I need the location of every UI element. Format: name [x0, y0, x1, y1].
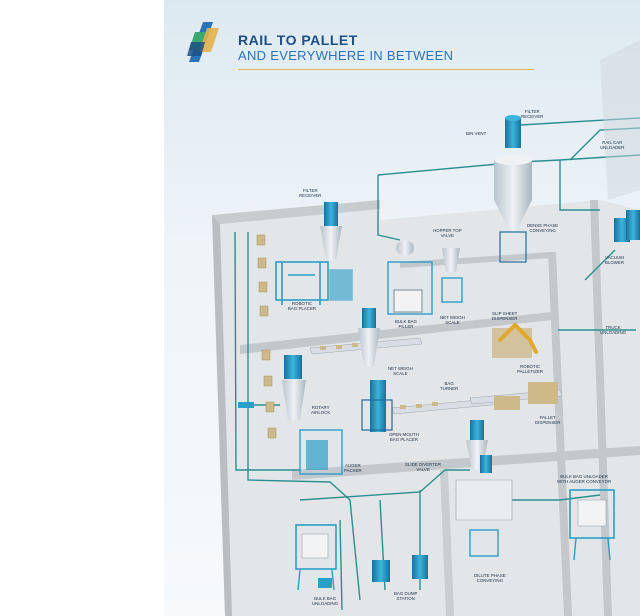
label-bulk-bag-unloading: BULK BAG UNLOADING [312, 596, 339, 606]
title-divider [238, 69, 534, 70]
plant-diagram [212, 40, 640, 616]
label-filter-receiver-left: FILTER RECEIVER [299, 188, 322, 198]
label-net-weigh-scale-mid: NET WEIGH SCALE [388, 366, 413, 376]
label-slip-sheet-dispenser: SLIP SHEET DISPENSER [492, 311, 518, 321]
label-bag-turner: BAG TURNER [440, 381, 459, 391]
page-title: RAIL TO PALLET [238, 32, 358, 48]
label-bulk-bag-unloader-auger: BULK BAG UNLOADER WITH AUGER CONVEYOR [557, 474, 612, 484]
filter-receiver-left [320, 202, 342, 260]
label-vacuum-blower: VACUUM BLOWER [605, 255, 625, 265]
label-bag-dump-station: BAG DUMP STATION [394, 591, 418, 601]
label-slide-diverter-valve: SLIDE DIVERTER VALVE [405, 462, 442, 472]
bulk-bag-filler [387, 240, 433, 315]
net-weigh-scale-top [441, 248, 463, 303]
robotic-bag-placer [275, 261, 353, 305]
auger-packer [282, 355, 343, 475]
bulk-bag-unloading-station [295, 524, 337, 591]
truck-edge [600, 40, 640, 200]
label-hopper-top-valve: HOPPER TOP VALVE [433, 228, 462, 238]
vacuum-blower [614, 210, 640, 242]
label-bulk-bag-filler: BULK BAG FILLER [395, 319, 417, 329]
label-net-weigh-scale-top: NET WEIGH SCALE [440, 315, 465, 325]
label-rail-car-unloader: RAIL CAR UNLOADER [600, 140, 625, 150]
bag-dump-station-equip [372, 555, 428, 582]
slide-diverter [455, 420, 513, 557]
label-dilute-phase-conveying: DILUTE PHASE CONVEYING [474, 573, 506, 583]
label-open-mouth-bag-placer: OPEN MOUTH BAG PLACER [389, 432, 419, 442]
robotic-palletizer [492, 322, 558, 410]
label-pallet-dispenser: PALLET DISPENSER [535, 415, 561, 425]
blank-margin [0, 0, 164, 616]
label-rotary-airlock: ROTARY AIRLOCK [311, 405, 331, 415]
bulk-bag-unloader [569, 489, 615, 561]
label-truck-unloading: TRUCK UNLOADING [600, 325, 627, 335]
label-dense-phase-conveying: DENSE PHASE CONVEYING [527, 223, 559, 233]
page-subtitle: AND EVERYWHERE IN BETWEEN [238, 48, 454, 63]
label-bin-vent: BIN VENT [466, 131, 487, 136]
net-weigh-scale-mid [358, 308, 393, 432]
blue-pipe-left [238, 402, 254, 408]
label-auger-packer: AUGER PACKER [344, 463, 362, 473]
label-robotic-bag-placer: ROBOTIC BAG PLACER [288, 301, 317, 311]
pallet-stack [256, 234, 277, 439]
company-logo-icon [187, 22, 219, 62]
label-robotic-palletizer: ROBOTIC PALLETIZER [517, 364, 544, 374]
label-filter-receiver-top: FILTER RECEIVER [521, 109, 544, 119]
main-silo [494, 115, 532, 263]
